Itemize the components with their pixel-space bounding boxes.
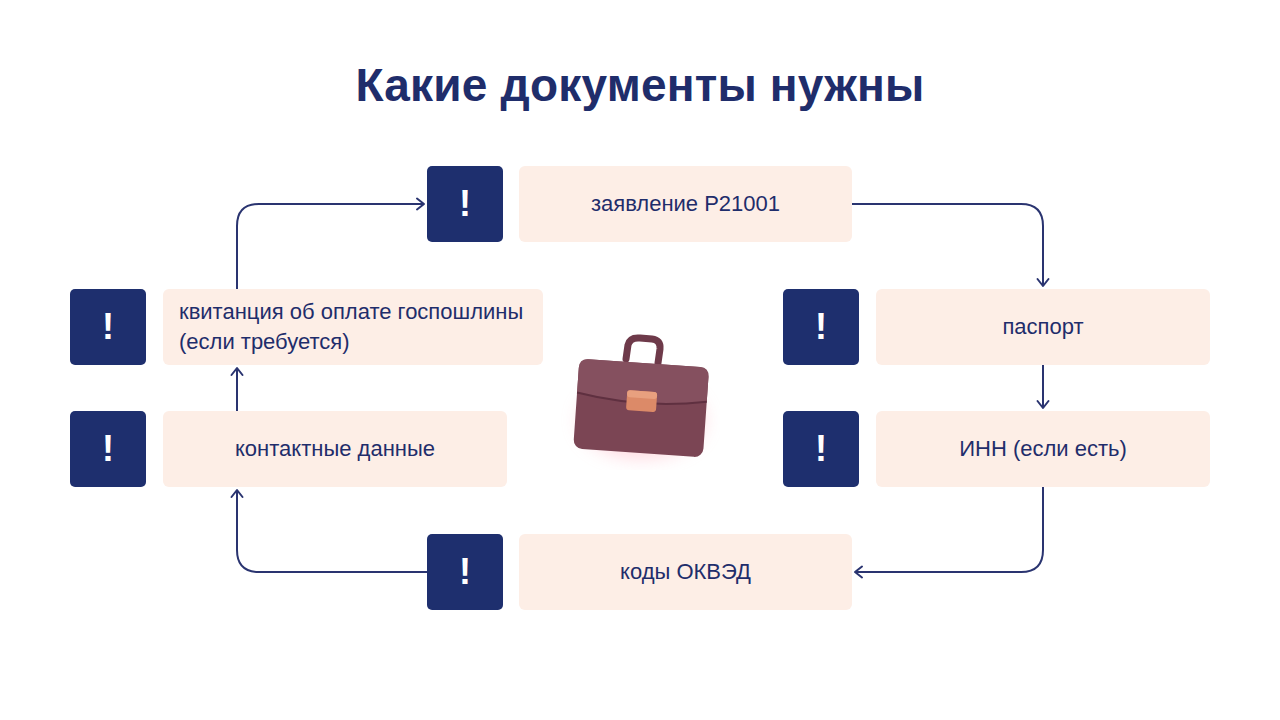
document-box: ИНН (если есть) [876,411,1210,487]
alert-mark: ! [102,428,114,470]
alert-square: ! [70,411,146,487]
alert-square: ! [783,289,859,365]
document-box: коды ОКВЭД [519,534,852,610]
document-label: заявление Р21001 [591,189,780,219]
alert-mark: ! [815,428,827,470]
alert-mark: ! [102,306,114,348]
briefcase-illustration [560,325,720,470]
alert-square: ! [70,289,146,365]
document-label: коды ОКВЭД [620,557,751,587]
document-label: ИНН (если есть) [959,434,1127,464]
flow-arrow [237,490,427,572]
diagram-title: Какие документы нужны [0,58,1280,112]
flow-arrow [855,487,1043,572]
flow-arrow [852,204,1043,286]
alert-mark: ! [815,306,827,348]
document-box: паспорт [876,289,1210,365]
flow-arrow [236,368,238,411]
alert-mark: ! [459,551,471,593]
document-label: контактные данные [235,434,435,464]
document-box: заявление Р21001 [519,166,852,242]
document-label: паспорт [1002,312,1083,342]
alert-square: ! [427,534,503,610]
flow-arrow [1042,365,1044,408]
document-box: квитанция об оплате госпошлины (если тре… [163,289,543,365]
document-label: квитанция об оплате госпошлины (если тре… [179,297,529,357]
flow-arrow [237,204,424,289]
alert-square: ! [783,411,859,487]
document-box: контактные данные [163,411,507,487]
alert-mark: ! [459,183,471,225]
alert-square: ! [427,166,503,242]
